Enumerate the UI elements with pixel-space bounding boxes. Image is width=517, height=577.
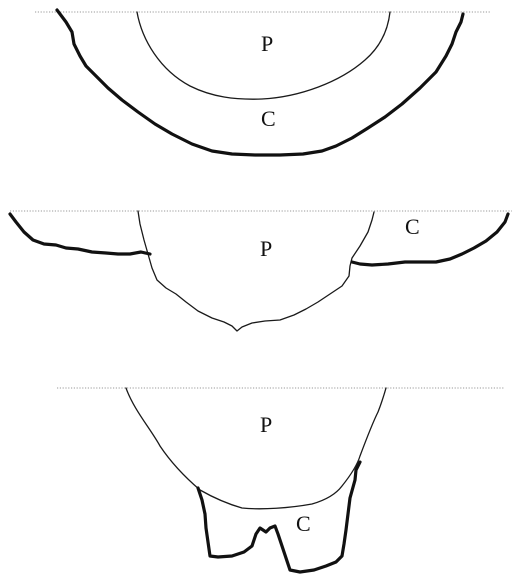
panel-1: P C xyxy=(35,10,490,155)
panel-3-label-c: C xyxy=(296,511,311,536)
panel-2-left-outer-boundary xyxy=(10,214,150,254)
panel-2-right-outer-boundary xyxy=(352,214,508,265)
panel-2-label-c: C xyxy=(405,214,420,239)
panel-3-inner-boundary xyxy=(126,388,386,509)
panel-3-outer-boundary xyxy=(198,462,360,572)
panel-2: P C xyxy=(10,211,512,331)
panel-3-label-p: P xyxy=(260,412,272,437)
panel-2-inner-boundary xyxy=(138,211,374,331)
panel-3: P C xyxy=(57,388,505,572)
panel-2-label-p: P xyxy=(260,236,272,261)
panel-1-label-c: C xyxy=(261,106,276,131)
panel-1-label-p: P xyxy=(261,31,273,56)
panel-1-outer-boundary xyxy=(57,10,463,155)
